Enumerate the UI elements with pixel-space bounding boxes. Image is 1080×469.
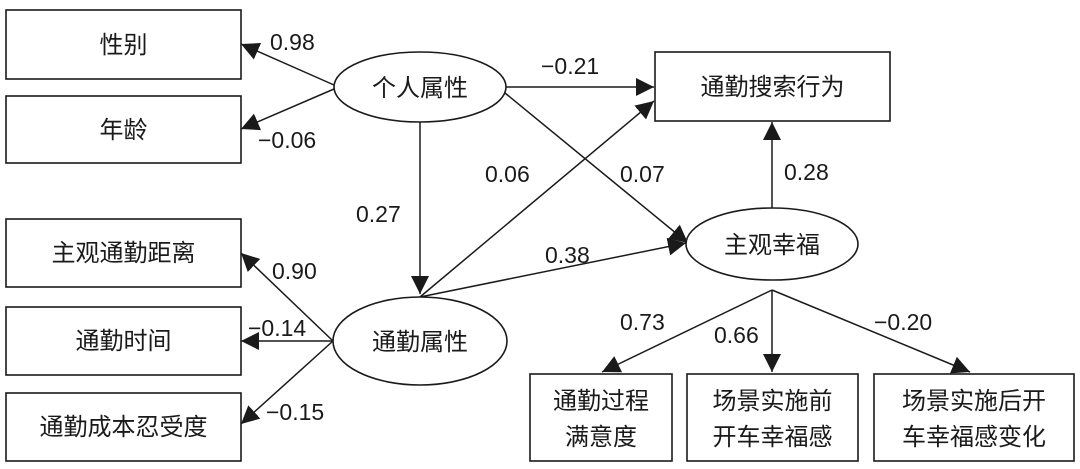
node-pre-scenario-wellbeing-line1: 场景实施前 — [713, 387, 833, 415]
node-subjective-commute-distance: 主观通勤距离 — [5, 218, 242, 288]
node-commute-process-satisfaction-line2: 满意度 — [565, 423, 637, 451]
coef-commute-to-search: 0.06 — [485, 161, 530, 187]
edge-personal-to-age — [240, 88, 335, 131]
node-commute-cost-tolerance-label: 通勤成本忍受度 — [40, 413, 208, 441]
edge-commute-to-cost — [240, 340, 334, 425]
edge-commute-to-wellbeing — [419, 237, 687, 298]
node-personal-attributes: 个人属性 — [333, 51, 507, 123]
edge-wellbeing-to-process — [601, 289, 773, 373]
node-subjective-wellbeing: 主观幸福 — [685, 207, 859, 281]
edge-commute-to-distance — [240, 252, 334, 342]
node-personal-attributes-label: 个人属性 — [372, 74, 468, 102]
coef-commute-to-cost: −0.15 — [266, 399, 324, 425]
node-gender: 性别 — [5, 9, 242, 80]
coef-personal-to-gender: 0.98 — [270, 29, 315, 55]
path-coefficients: 0.98 −0.06 −0.21 0.27 0.06 0.07 0.28 0.3… — [248, 29, 932, 425]
coef-wellbeing-to-search: 0.28 — [784, 159, 829, 185]
node-commute-process-satisfaction-line1: 通勤过程 — [553, 387, 649, 415]
node-commute-attributes: 通勤属性 — [332, 296, 508, 386]
node-commute-process-satisfaction: 通勤过程 满意度 — [529, 373, 673, 462]
coef-commute-to-time: −0.14 — [248, 315, 306, 341]
node-subjective-wellbeing-label: 主观幸福 — [724, 231, 820, 259]
node-age-label: 年龄 — [100, 116, 148, 144]
node-post-scenario-wellbeing-change-line1: 场景实施后开 — [902, 387, 1046, 415]
node-pre-scenario-wellbeing-line2: 开车幸福感 — [713, 423, 833, 451]
node-post-scenario-wellbeing-change: 场景实施后开 车幸福感变化 — [873, 373, 1075, 462]
coef-commute-to-wellbeing: 0.38 — [545, 242, 590, 268]
node-commute-time: 通勤时间 — [5, 306, 242, 376]
node-commute-attributes-label: 通勤属性 — [372, 328, 468, 356]
edge-commute-to-search — [419, 100, 655, 298]
coef-wellbeing-to-post: −0.20 — [874, 309, 932, 335]
edge-personal-to-wellbeing — [504, 92, 689, 244]
coef-wellbeing-to-pre: 0.66 — [714, 322, 759, 348]
node-commute-search-behavior: 通勤搜索行为 — [654, 51, 891, 122]
coef-personal-to-age: −0.06 — [258, 127, 316, 153]
node-commute-search-behavior-label: 通勤搜索行为 — [701, 73, 845, 101]
coef-commute-to-distance: 0.90 — [272, 258, 317, 284]
node-commute-cost-tolerance: 通勤成本忍受度 — [5, 392, 242, 462]
node-gender-label: 性别 — [100, 31, 148, 59]
coef-personal-to-search: −0.21 — [541, 53, 599, 79]
coef-personal-to-commute: 0.27 — [356, 201, 401, 227]
node-post-scenario-wellbeing-change-line2: 车幸福感变化 — [902, 423, 1046, 451]
node-subjective-commute-distance-label: 主观通勤距离 — [52, 239, 196, 267]
node-pre-scenario-wellbeing: 场景实施前 开车幸福感 — [686, 373, 859, 462]
coef-personal-to-wellbeing: 0.07 — [620, 161, 665, 187]
edge-personal-to-gender — [240, 43, 335, 86]
coef-wellbeing-to-process: 0.73 — [620, 309, 665, 335]
node-age: 年龄 — [5, 95, 242, 164]
edge-wellbeing-to-post — [771, 289, 971, 374]
node-commute-time-label: 通勤时间 — [76, 327, 172, 355]
edges — [240, 43, 971, 425]
